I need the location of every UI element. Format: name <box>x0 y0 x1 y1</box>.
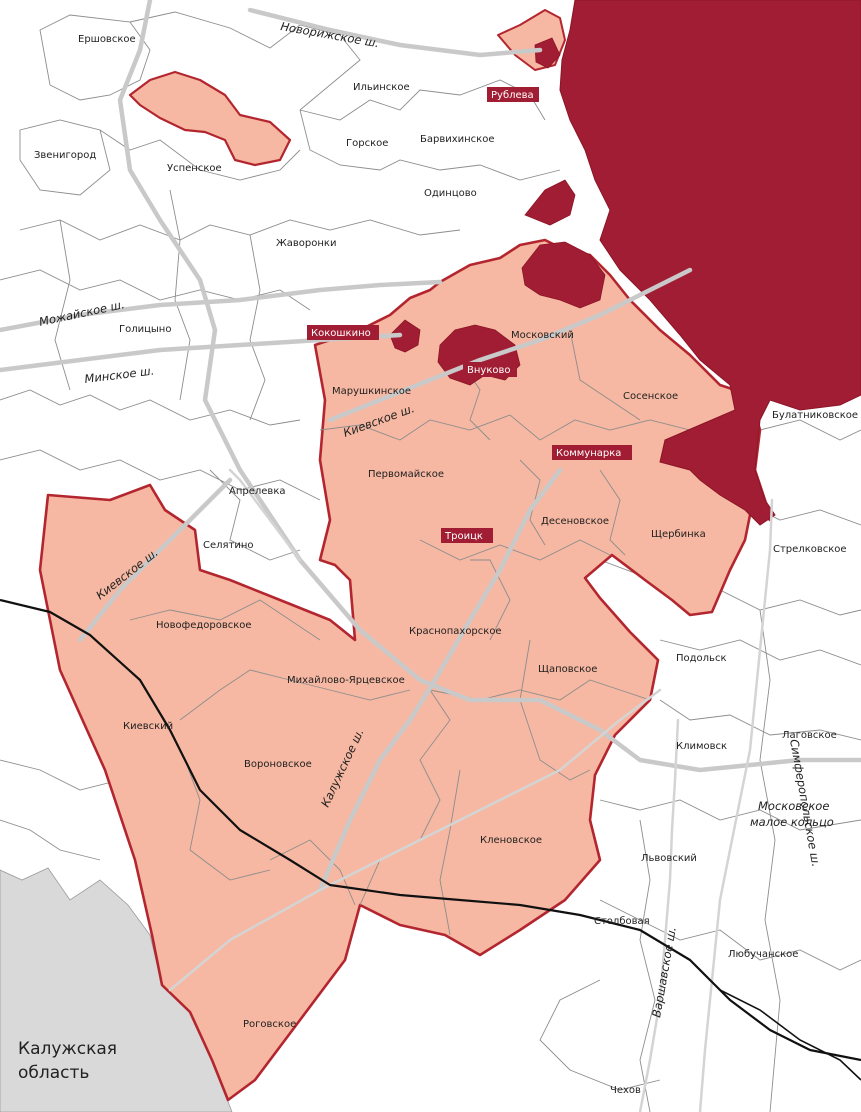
settlement-zvenigorod: Звенигород <box>34 150 96 161</box>
settlement-bulatnikovskoe: Булатниковское <box>772 410 858 421</box>
settlement-shcherbinka: Щербинка <box>651 529 706 540</box>
settlement-stolbovaya: Столбовая <box>594 916 650 927</box>
road-label-small-ring-1: Московское <box>758 799 829 813</box>
settlement-ilyinskoe: Ильинское <box>353 82 410 93</box>
settlement-krasnopakhorskoe: Краснопахорское <box>409 626 502 637</box>
tag-kommunarka[interactable]: Коммунарка <box>552 445 632 460</box>
rubleva-enclave <box>534 37 561 69</box>
settlement-aprelevka: Апрелевка <box>229 486 285 497</box>
new-moscow-internal-boundaries <box>129 329 721 936</box>
odintsovo-enclave <box>524 179 576 226</box>
settlement-uspenskoe: Успенское <box>167 163 222 174</box>
settlement-klenovskoe: Кленовское <box>480 835 542 846</box>
settlement-strelkovskoe: Стрелковское <box>773 544 847 555</box>
road-label-small-ring-2: малое кольцо <box>750 815 834 829</box>
settlement-selyatino: Селятино <box>203 540 254 551</box>
region-label-line2: область <box>18 1063 89 1083</box>
settlement-golitsyno: Голицыно <box>119 324 171 335</box>
settlement-voronovskoe: Вороновское <box>244 759 312 770</box>
settlement-ershovskoe: Ершовское <box>78 34 136 45</box>
tag-label-kommunarka: Коммунарка <box>556 448 621 459</box>
kokoshkino-enclave <box>389 319 421 353</box>
settlement-chekhov: Чехов <box>610 1085 641 1096</box>
settlement-sosenskoe: Сосенское <box>623 391 678 402</box>
tag-label-troitsk: Троицк <box>444 531 483 542</box>
road-label-minskoe: Минское ш. <box>84 364 155 386</box>
settlement-klimovsk: Климовск <box>676 741 727 752</box>
settlement-desenovskoe: Десеновское <box>541 516 609 527</box>
road-label-mozhayskoe: Можайское ш. <box>38 297 126 329</box>
north-enclave <box>521 241 606 309</box>
tag-troitsk[interactable]: Троицк <box>441 528 493 543</box>
road-label-varshavskoe: Варшавское ш. <box>649 926 679 1019</box>
settlement-shchapovskoe: Щаповское <box>538 664 597 675</box>
tag-label-rubleva: Рублева <box>491 90 534 101</box>
settlement-zhavoronki: Жаворонки <box>276 238 336 249</box>
settlement-lvovsky: Львовский <box>641 853 697 864</box>
settlement-podolsk: Подольск <box>676 653 727 664</box>
settlement-marushkinskoe: Марушкинское <box>332 386 411 397</box>
settlement-lyubuchanskoe: Любучанское <box>728 949 798 960</box>
settlement-barvikhinskoe: Барвихинское <box>420 134 495 145</box>
settlement-moskovsky: Московский <box>511 330 574 341</box>
settlement-rogovskoe: Роговское <box>243 1019 296 1030</box>
road-label-novorizhskoe: Новорижское ш. <box>279 19 380 50</box>
settlement-kievsky: Киевский <box>123 721 173 732</box>
western-exclave <box>128 70 292 167</box>
settlement-pervomayskoe: Первомайское <box>368 469 444 480</box>
tag-vnukovo[interactable]: Внуково <box>463 362 517 377</box>
settlement-labels: Ершовское Ильинское Звенигород Успенское… <box>34 34 858 1096</box>
settlement-lagovskoe: Лаговское <box>782 730 837 741</box>
tag-label-kokoshkino: Кокошкино <box>311 328 371 339</box>
railway-branch <box>689 959 861 1081</box>
settlement-odintsovo: Одинцово <box>424 188 477 199</box>
tag-label-vnukovo: Внуково <box>467 365 511 376</box>
tag-rubleva[interactable]: Рублева <box>487 87 539 102</box>
region-label-line1: Калужская <box>18 1039 117 1059</box>
moscow-city-area <box>559 0 861 526</box>
settlement-mikhaylovo-yartsevskoe: Михайлово-Ярцевское <box>287 675 405 686</box>
railway-line <box>0 598 861 1062</box>
tag-kokoshkino[interactable]: Кокошкино <box>307 325 379 340</box>
settlement-novofedorovskoe: Новофедоровское <box>156 620 252 631</box>
kaluga-region-area <box>0 867 233 1112</box>
settlement-gorskoe: Горское <box>346 138 388 149</box>
